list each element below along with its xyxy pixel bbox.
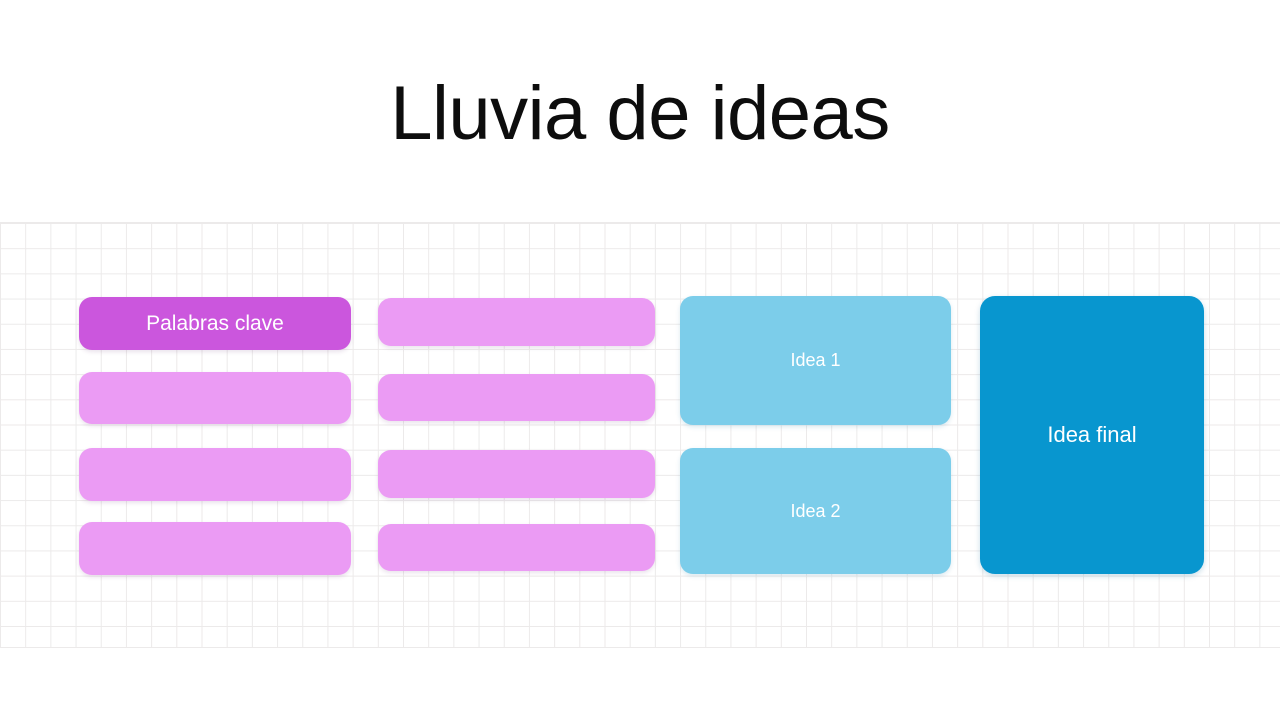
keyword-pill-2[interactable] (79, 372, 351, 424)
idea-card-2-label: Idea 2 (790, 500, 841, 521)
keyword-pill-4[interactable] (79, 522, 351, 575)
idea-card-1[interactable]: Idea 1 (680, 296, 951, 425)
final-idea-card[interactable]: Idea final (980, 296, 1204, 574)
idea-card-1-label: Idea 1 (790, 350, 841, 370)
idea-card-2[interactable]: Idea 2 (680, 448, 951, 574)
grid-canvas: Palabras clave Idea 1 Idea 2 (0, 222, 1280, 648)
page-title: Lluvia de ideas (390, 71, 890, 156)
secondary-pill-4[interactable] (378, 524, 655, 571)
keyword-pill-3[interactable] (79, 448, 351, 501)
keyword-pill-1[interactable]: Palabras clave (79, 297, 351, 350)
secondary-pill-1[interactable] (378, 298, 655, 346)
final-idea-card-label: Idea final (1047, 422, 1137, 447)
secondary-pill-2[interactable] (378, 374, 655, 421)
secondary-pill-3[interactable] (378, 450, 655, 498)
keyword-pill-1-label: Palabras clave (146, 311, 284, 335)
